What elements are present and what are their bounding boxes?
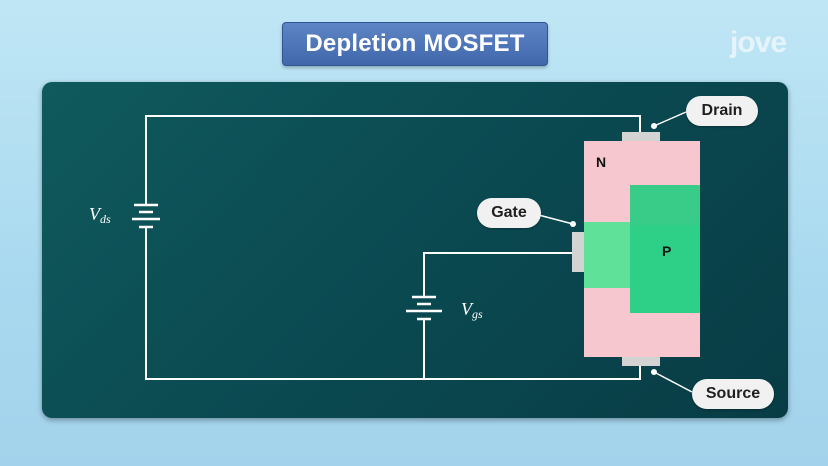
drain-leader-dot: [651, 123, 657, 129]
gate-callout-label: Gate: [491, 204, 527, 221]
vgs-label-main: V: [461, 299, 472, 319]
circuit-wires: [145, 115, 641, 380]
vds-loop-bottom-wire: [145, 227, 641, 380]
drain-callout: Drain: [686, 96, 758, 126]
p-substrate-highlight: [630, 185, 700, 225]
vgs-loop-wire: [423, 252, 572, 297]
source-callout-label: Source: [705, 385, 761, 402]
vgs-label: Vgs: [461, 299, 483, 322]
page-title: Depletion MOSFET: [305, 30, 525, 57]
title-banner: Depletion MOSFET: [282, 22, 548, 66]
source-callout: Source: [692, 379, 774, 409]
p-region-label: P: [662, 243, 672, 259]
vds-label: Vds: [89, 204, 111, 227]
gate-leader-dot: [570, 221, 576, 227]
vgs-label-sub: gs: [472, 307, 483, 321]
n-region-label: N: [596, 154, 607, 170]
drain-callout-label: Drain: [701, 102, 743, 119]
drain-contact: [622, 132, 660, 141]
source-contact: [622, 357, 660, 366]
gate-contact: [572, 232, 584, 272]
vds-loop-top-wire: [145, 115, 641, 205]
n-channel: [584, 222, 630, 288]
vds-label-main: V: [89, 204, 100, 224]
jove-logo: jove: [729, 26, 787, 59]
vds-label-sub: ds: [100, 212, 111, 226]
vgs-battery-icon: [406, 295, 442, 321]
vds-battery-icon: [132, 203, 160, 229]
gate-callout: Gate: [477, 198, 541, 228]
source-leader-dot: [651, 369, 657, 375]
